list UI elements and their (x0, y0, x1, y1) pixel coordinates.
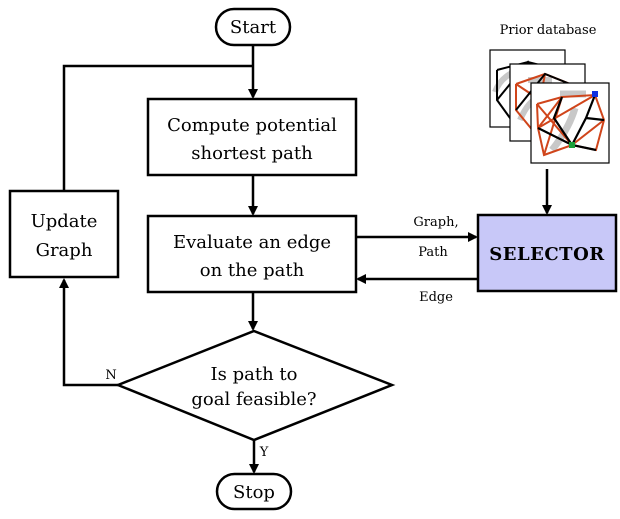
prior-database-label: Prior database (500, 23, 597, 38)
update-to-compute-line (62, 64, 253, 191)
stop-node: Stop (215, 472, 293, 511)
edge-edge-label: Edge (419, 290, 453, 305)
decision-label-line2: goal feasible? (191, 389, 316, 410)
update-label-line1: Update (31, 211, 98, 232)
update-label-line2: Graph (36, 240, 93, 261)
start-marker-icon (592, 91, 598, 97)
compute-label-line2: shortest path (191, 143, 313, 164)
decision-diamond: Is path to goal feasible? (114, 329, 396, 442)
database-card-front (530, 82, 610, 164)
update-graph-box: Update Graph (8, 189, 120, 279)
selector-label: SELECTOR (489, 244, 605, 265)
evaluate-edge-box: Evaluate an edge on the path (146, 214, 358, 294)
start-node: Start (214, 7, 292, 47)
yes-branch-label: Y (259, 445, 269, 460)
path-edge-label: Path (418, 245, 448, 260)
prior-database-stack (489, 49, 610, 164)
graph-edge-label: Graph, (413, 215, 458, 230)
stop-label: Stop (233, 482, 275, 503)
no-branch-label: N (105, 368, 116, 383)
no-branch-arrow (59, 278, 118, 387)
compute-path-box: Compute potential shortest path (146, 97, 358, 177)
selector-box: SELECTOR (476, 213, 618, 293)
evaluate-label-line2: on the path (200, 260, 305, 281)
evaluate-label-line1: Evaluate an edge (173, 232, 331, 253)
start-label: Start (230, 17, 277, 38)
compute-label-line1: Compute potential (167, 115, 337, 136)
goal-marker-icon (569, 142, 575, 148)
decision-label-line1: Is path to (211, 364, 298, 385)
